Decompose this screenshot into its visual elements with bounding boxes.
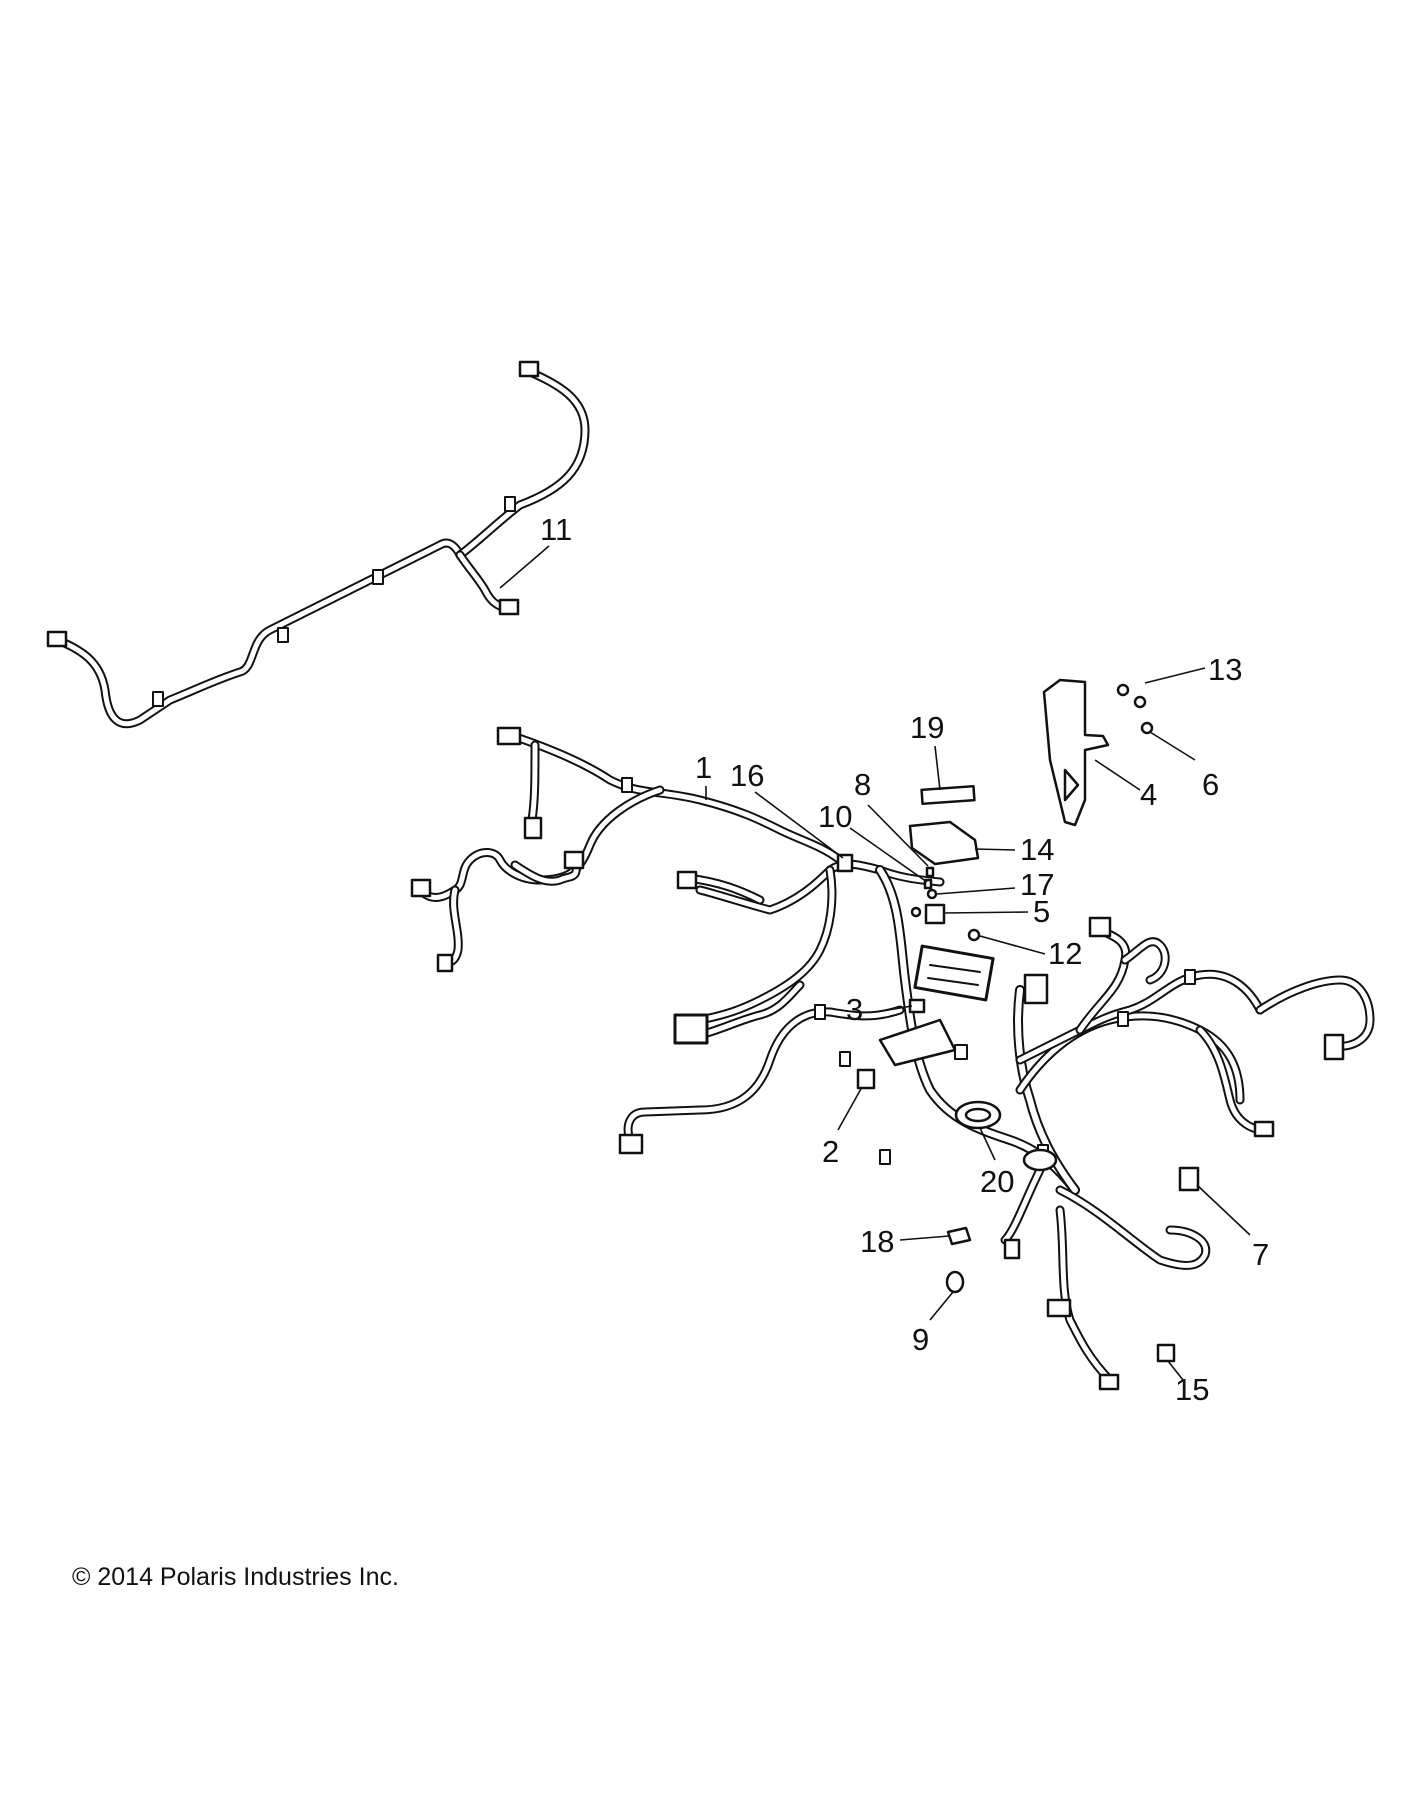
main-harness-part-1 (410, 726, 1375, 1391)
callout-numbers: 11 1 16 19 8 10 14 17 5 12 3 2 20 13 6 4… (540, 512, 1269, 1407)
part-14-cover (908, 820, 980, 866)
callout-18: 18 (860, 1224, 894, 1259)
callout-11: 11 (540, 512, 572, 547)
callout-12: 12 (1048, 936, 1082, 971)
callout-3: 3 (846, 992, 863, 1027)
callout-19: 19 (910, 710, 944, 745)
callout-7: 7 (1252, 1237, 1269, 1272)
part-10-fuse (923, 878, 933, 890)
callout-14: 14 (1020, 832, 1054, 867)
part-9-seal (945, 1270, 965, 1294)
callout-1: 1 (695, 750, 712, 785)
part-4-bracket (1042, 678, 1110, 827)
part-18-clip (946, 1226, 972, 1246)
part-15-connector (1156, 1343, 1176, 1363)
callout-5: 5 (1033, 894, 1050, 929)
callout-15: 15 (1175, 1372, 1209, 1407)
callout-16: 16 (730, 758, 764, 793)
callout-13: 13 (1208, 652, 1242, 687)
callout-17: 17 (1020, 867, 1054, 902)
part-19-label (920, 784, 976, 806)
callout-10: 10 (818, 799, 852, 834)
rear-harness-part-11 (46, 360, 590, 729)
part-7-sensor (1178, 1166, 1200, 1192)
callout-9: 9 (912, 1322, 929, 1357)
part-17-fuse (926, 888, 938, 900)
part-5-relay (924, 903, 946, 925)
copyright-notice: © 2014 Polaris Industries Inc. (72, 1563, 399, 1591)
part-8-fuse (925, 866, 935, 878)
callout-2: 2 (822, 1134, 839, 1169)
callout-4: 4 (1140, 777, 1157, 812)
callout-8: 8 (854, 767, 871, 802)
part-12-screw (967, 928, 981, 942)
part-3-connector (908, 998, 926, 1014)
callout-6: 6 (1202, 767, 1219, 802)
part-6-nut (1140, 721, 1154, 735)
leader-lines (499, 545, 1251, 1381)
part-2-clip (856, 1068, 876, 1090)
part-16-connector (836, 853, 854, 873)
callout-20: 20 (980, 1164, 1014, 1199)
small-parts (836, 678, 1200, 1363)
